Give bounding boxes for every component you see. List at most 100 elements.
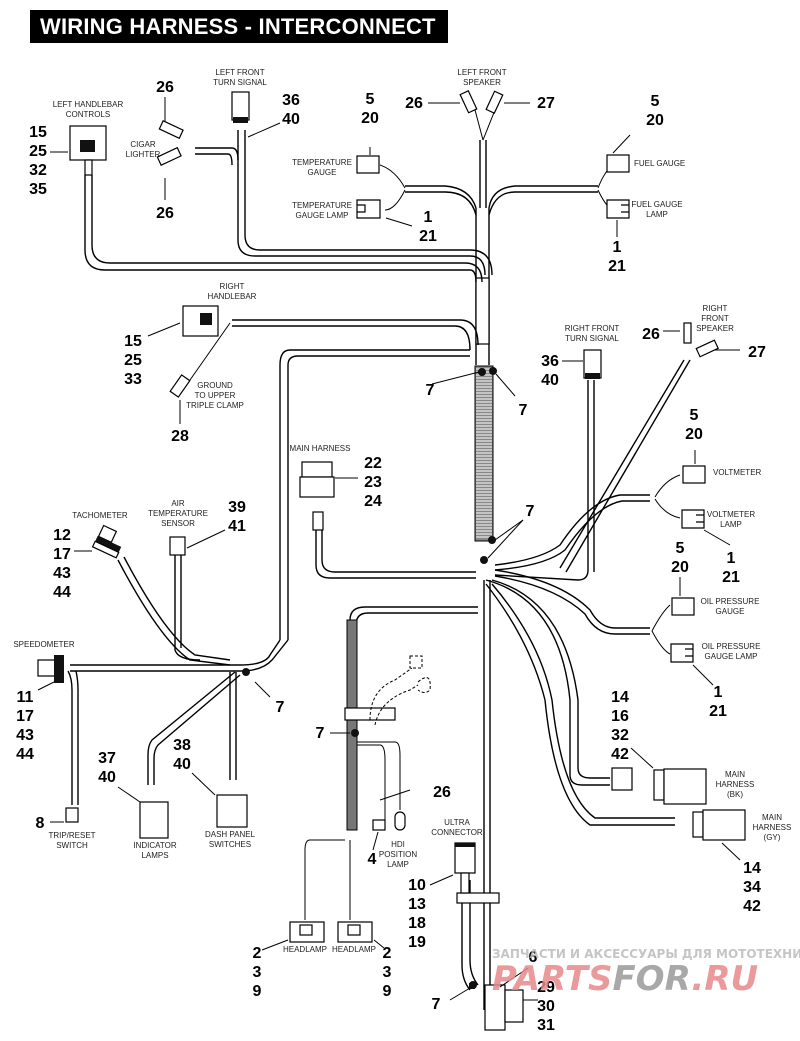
callout-number: 35 (29, 181, 47, 198)
fuel-gauge-label-line: FUEL GAUGE (634, 159, 685, 168)
callout-number: 44 (16, 746, 34, 763)
clip-callout: 7 (526, 503, 535, 520)
right-front-turn-signal-label-line: RIGHT FRONT (565, 324, 620, 333)
temperature-gauge-lamp-connector[interactable] (356, 199, 381, 219)
speedometer-connector[interactable] (37, 655, 64, 683)
right-turn-signal-connector[interactable] (583, 349, 602, 379)
main-harness-gy-label-line: HARNESS (753, 823, 792, 832)
callout-number: 15 (29, 124, 47, 141)
ground-upper-triple-clamp-callout: 28 (171, 428, 189, 445)
fuel-gauge-label: FUEL GAUGE (634, 159, 685, 168)
voltmeter-connector[interactable] (682, 465, 706, 484)
callout-number: 20 (671, 559, 689, 576)
cigar-lighter-connectors[interactable] (156, 120, 184, 166)
left-handlebar-connector[interactable] (69, 125, 107, 176)
main-harness-bk-connector[interactable] (611, 767, 707, 805)
right-handlebar-connector[interactable] (182, 305, 219, 337)
temperature-gauge-lamp-label-line: GAUGE LAMP (296, 211, 349, 220)
fuel-gauge-connector[interactable] (606, 154, 630, 173)
watermark-brand-gray: FOR (612, 959, 691, 999)
callout-number: 15 (124, 333, 142, 350)
left-front-turn-signal-label-line: TURN SIGNAL (213, 78, 267, 87)
temperature-gauge-label-line: TEMPERATURE (292, 158, 352, 167)
lower-bracket-assembly[interactable] (469, 983, 524, 1031)
hdi-position-lamp-connector[interactable] (372, 819, 386, 831)
left-front-speaker-label-line: LEFT FRONT (457, 68, 506, 77)
callout-number: 26 (405, 95, 423, 112)
callout-number: 11 (17, 689, 34, 706)
lower-bracket-callout: 6 (529, 949, 538, 966)
clip-callout: 7 (519, 402, 528, 419)
ground-upper-triple-clamp-label-line: GROUND (197, 381, 233, 390)
air-temperature-sensor-connector[interactable] (169, 536, 186, 556)
callout-number: 1 (613, 239, 622, 256)
callout-number: 27 (748, 344, 766, 361)
callout-number: 42 (743, 898, 761, 915)
ground-connector[interactable] (169, 374, 191, 398)
callout-number: 8 (36, 815, 45, 832)
ultra-connector-body[interactable] (454, 842, 476, 894)
right-speaker-connector-a[interactable] (683, 322, 692, 344)
main-harness-connector[interactable] (299, 461, 335, 531)
voltmeter-lamp-connector[interactable] (681, 509, 705, 529)
callout-number: 1 (424, 209, 433, 226)
fuel-gauge-lamp-connector[interactable] (606, 199, 630, 219)
headlamp-right-label-line: HEADLAMP (332, 945, 376, 954)
callout-number: 31 (537, 1017, 555, 1034)
clip-callout: 7 (432, 996, 441, 1013)
left-front-speaker-label-line: SPEAKER (463, 78, 501, 87)
callout-number: 21 (709, 703, 727, 720)
callout-number: 25 (124, 352, 142, 369)
right-handlebar-label-line: RIGHT (220, 282, 245, 291)
right-speaker-connector-b[interactable] (695, 339, 719, 358)
trip-reset-switch-label-line: SWITCH (56, 841, 88, 850)
voltmeter-lamp-label-line: LAMP (720, 520, 742, 529)
indicator-lamps-label-line: INDICATOR (133, 841, 176, 850)
headlamp-right-connector[interactable] (337, 921, 373, 943)
callout-number: 22 (364, 455, 382, 472)
callout-number: 44 (53, 584, 71, 601)
tachometer-label-line: TACHOMETER (72, 511, 128, 520)
tachometer-connector[interactable] (91, 524, 127, 559)
oil-pressure-gauge-lamp-label-line: GAUGE LAMP (705, 652, 758, 661)
temperature-gauge-connector[interactable] (356, 155, 380, 174)
callout-number: 13 (408, 896, 426, 913)
headlamp-right-label: HEADLAMP (332, 945, 376, 954)
left-front-speaker-connectors[interactable] (459, 90, 504, 114)
oil-pressure-gauge-lamp-connector[interactable] (670, 643, 694, 663)
left-turn-signal-connector[interactable] (231, 91, 250, 123)
fuel-gauge-lamp-label-line: LAMP (646, 210, 668, 219)
trip-reset-switch[interactable] (65, 807, 79, 823)
dash-panel-switches-connector[interactable] (216, 794, 248, 828)
main-harness-gy-connector[interactable] (692, 809, 746, 841)
oil-pressure-gauge-connector[interactable] (671, 597, 695, 616)
callout-number: 20 (685, 426, 703, 443)
callout-number: 28 (171, 428, 189, 445)
hdi-lamp-26-connector[interactable] (394, 811, 406, 831)
air-temperature-sensor-label-line: TEMPERATURE (148, 509, 208, 518)
headlamp-left-connector[interactable] (289, 921, 325, 943)
indicator-lamps-connector[interactable] (139, 801, 169, 839)
hdi-position-lamp-label-line: LAMP (387, 860, 409, 869)
air-temperature-sensor-label-line: SENSOR (161, 519, 195, 528)
callout-number: 10 (408, 877, 426, 894)
callout-number: 43 (53, 565, 71, 582)
cigar-lighter-label-line: CIGAR (130, 140, 156, 149)
